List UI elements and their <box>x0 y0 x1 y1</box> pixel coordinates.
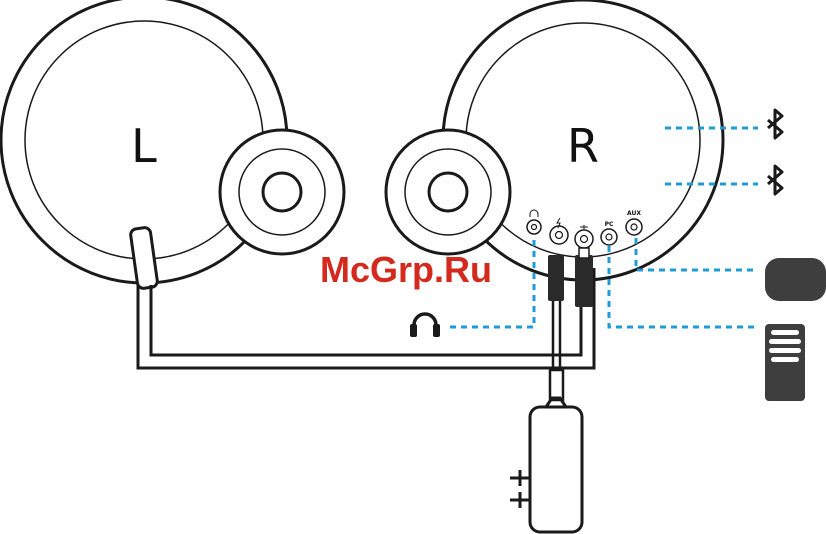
phone-device-icon <box>765 258 826 301</box>
power-port[interactable] <box>550 218 568 244</box>
pc-port[interactable]: PC <box>601 221 617 245</box>
left-tweeter <box>220 130 344 254</box>
bluetooth-icon <box>768 110 782 138</box>
headphones-icon <box>410 314 440 337</box>
aux-port[interactable]: AUX <box>626 210 642 235</box>
headphone-port[interactable] <box>527 210 541 234</box>
left-speaker-label: L <box>131 119 157 173</box>
watermark-text: McGrp.Ru <box>320 249 492 290</box>
usb-plug-connector <box>575 248 593 307</box>
aux-port-label: AUX <box>627 210 641 217</box>
bluetooth-connection-2 <box>665 166 782 194</box>
pc-port-label: PC <box>605 221 614 228</box>
aux-connection <box>636 238 826 301</box>
usb-port-icon <box>580 225 588 229</box>
bluetooth-icon <box>768 166 782 194</box>
headphone-port-icon <box>530 210 538 217</box>
port-panel: PC AUX <box>527 210 642 248</box>
right-speaker-label: R <box>567 119 599 173</box>
usb-port[interactable] <box>575 225 593 248</box>
media-player-icon <box>765 324 805 401</box>
right-tweeter <box>386 130 510 254</box>
power-plug-connector <box>548 255 564 400</box>
power-adapter-icon <box>510 398 582 532</box>
